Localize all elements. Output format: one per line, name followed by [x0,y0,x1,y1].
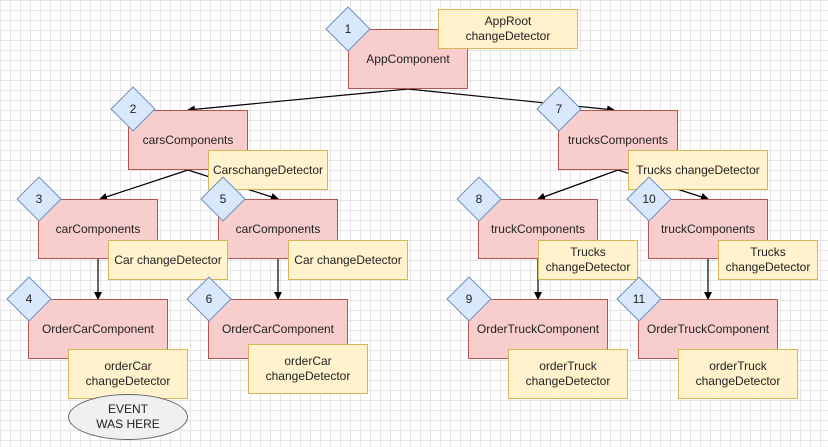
marker-9-label: 9 [465,292,473,306]
marker-11: 11 [616,276,662,322]
edge-trucks-to-truck1 [537,169,619,201]
edge-app-to-cars [187,88,409,114]
cars-components: carsComponents [128,110,248,170]
marker-3: 3 [16,176,62,222]
marker-11-label: 11 [632,292,646,306]
order-car-change-detector-2: orderCar changeDetector [248,344,368,394]
marker-5-label: 5 [219,192,227,206]
marker-6: 6 [186,276,232,322]
truck-change-detector-1: Trucks changeDetector [538,240,638,280]
marker-2: 2 [110,86,156,132]
marker-7-label: 7 [555,102,563,116]
marker-4: 4 [6,276,52,322]
order-truck-change-detector-2: orderTruck changeDetector [678,349,798,399]
event-ellipse: EVENT WAS HERE [68,394,188,440]
marker-8-label: 8 [475,192,483,206]
car-change-detector-2: Car changeDetector [288,240,408,280]
marker-3-label: 3 [35,192,43,206]
marker-2-label: 2 [129,102,137,116]
marker-5: 5 [200,176,246,222]
edge-app-to-trucks [407,88,615,114]
marker-7: 7 [536,86,582,132]
edge-cars-to-car1 [99,169,189,201]
app-root-change-detector: AppRoot changeDetector [438,9,578,49]
car-change-detector-1: Car changeDetector [108,240,228,280]
marker-9: 9 [446,276,492,322]
marker-8: 8 [456,176,502,222]
order-truck-change-detector-1: orderTruck changeDetector [508,349,628,399]
marker-10: 10 [626,176,672,222]
truck-change-detector-2: Trucks changeDetector [718,240,818,280]
marker-1-label: 1 [344,22,352,36]
order-car-change-detector-1: orderCar changeDetector [68,349,188,399]
marker-1: 1 [325,6,371,52]
marker-4-label: 4 [25,292,33,306]
marker-10-label: 10 [642,192,656,206]
marker-6-label: 6 [205,292,213,306]
